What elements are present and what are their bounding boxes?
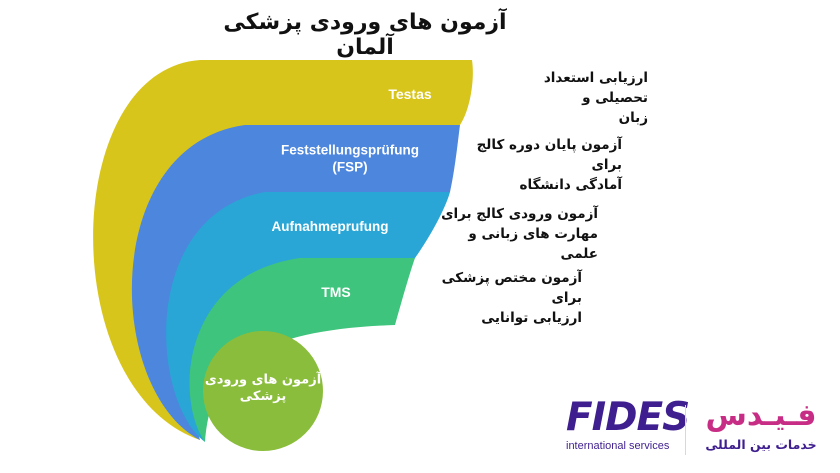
- diagram-title: آزمون های ورودی پزشکی آلمان: [223, 10, 507, 60]
- level-band-tms: [189, 258, 415, 442]
- level-description-tms: آزمون مختص پزشکی برای ارزیابی توانایی: [441, 270, 582, 326]
- level-label-testas: Testas: [388, 86, 432, 102]
- level-description-aufnahmeprufung: آزمون ورودی کالج برای مهارت های زبانی و …: [441, 206, 598, 262]
- logo-divider: [685, 405, 686, 455]
- level-label-fsp: Feststellungsprüfung(FSP): [281, 143, 419, 175]
- logo-wordmark: FIDES: [566, 395, 690, 440]
- logo-tagline: international services: [566, 440, 670, 452]
- logo-tagline-fa: خدمات بین المللی: [705, 437, 817, 452]
- center-circle: [203, 331, 323, 451]
- level-description-testas: ارزیابی استعداد تحصیلی و زبان: [543, 70, 648, 126]
- level-band-aufnahmeprufung: [166, 192, 451, 442]
- fides-logo-en: FIDES international services: [566, 395, 690, 453]
- level-label-aufnahmeprufung: Aufnahmeprufung: [272, 219, 389, 234]
- level-description-fsp: آزمون پایان دوره کالج برای آمادگی دانشگا…: [476, 137, 622, 193]
- level-label-tms: TMS: [321, 284, 351, 300]
- logo-wordmark-fa: فـیـدس: [705, 398, 817, 433]
- level-band-fsp: [131, 125, 460, 440]
- fides-logo-fa: فـیـدس خدمات بین المللی: [693, 397, 829, 452]
